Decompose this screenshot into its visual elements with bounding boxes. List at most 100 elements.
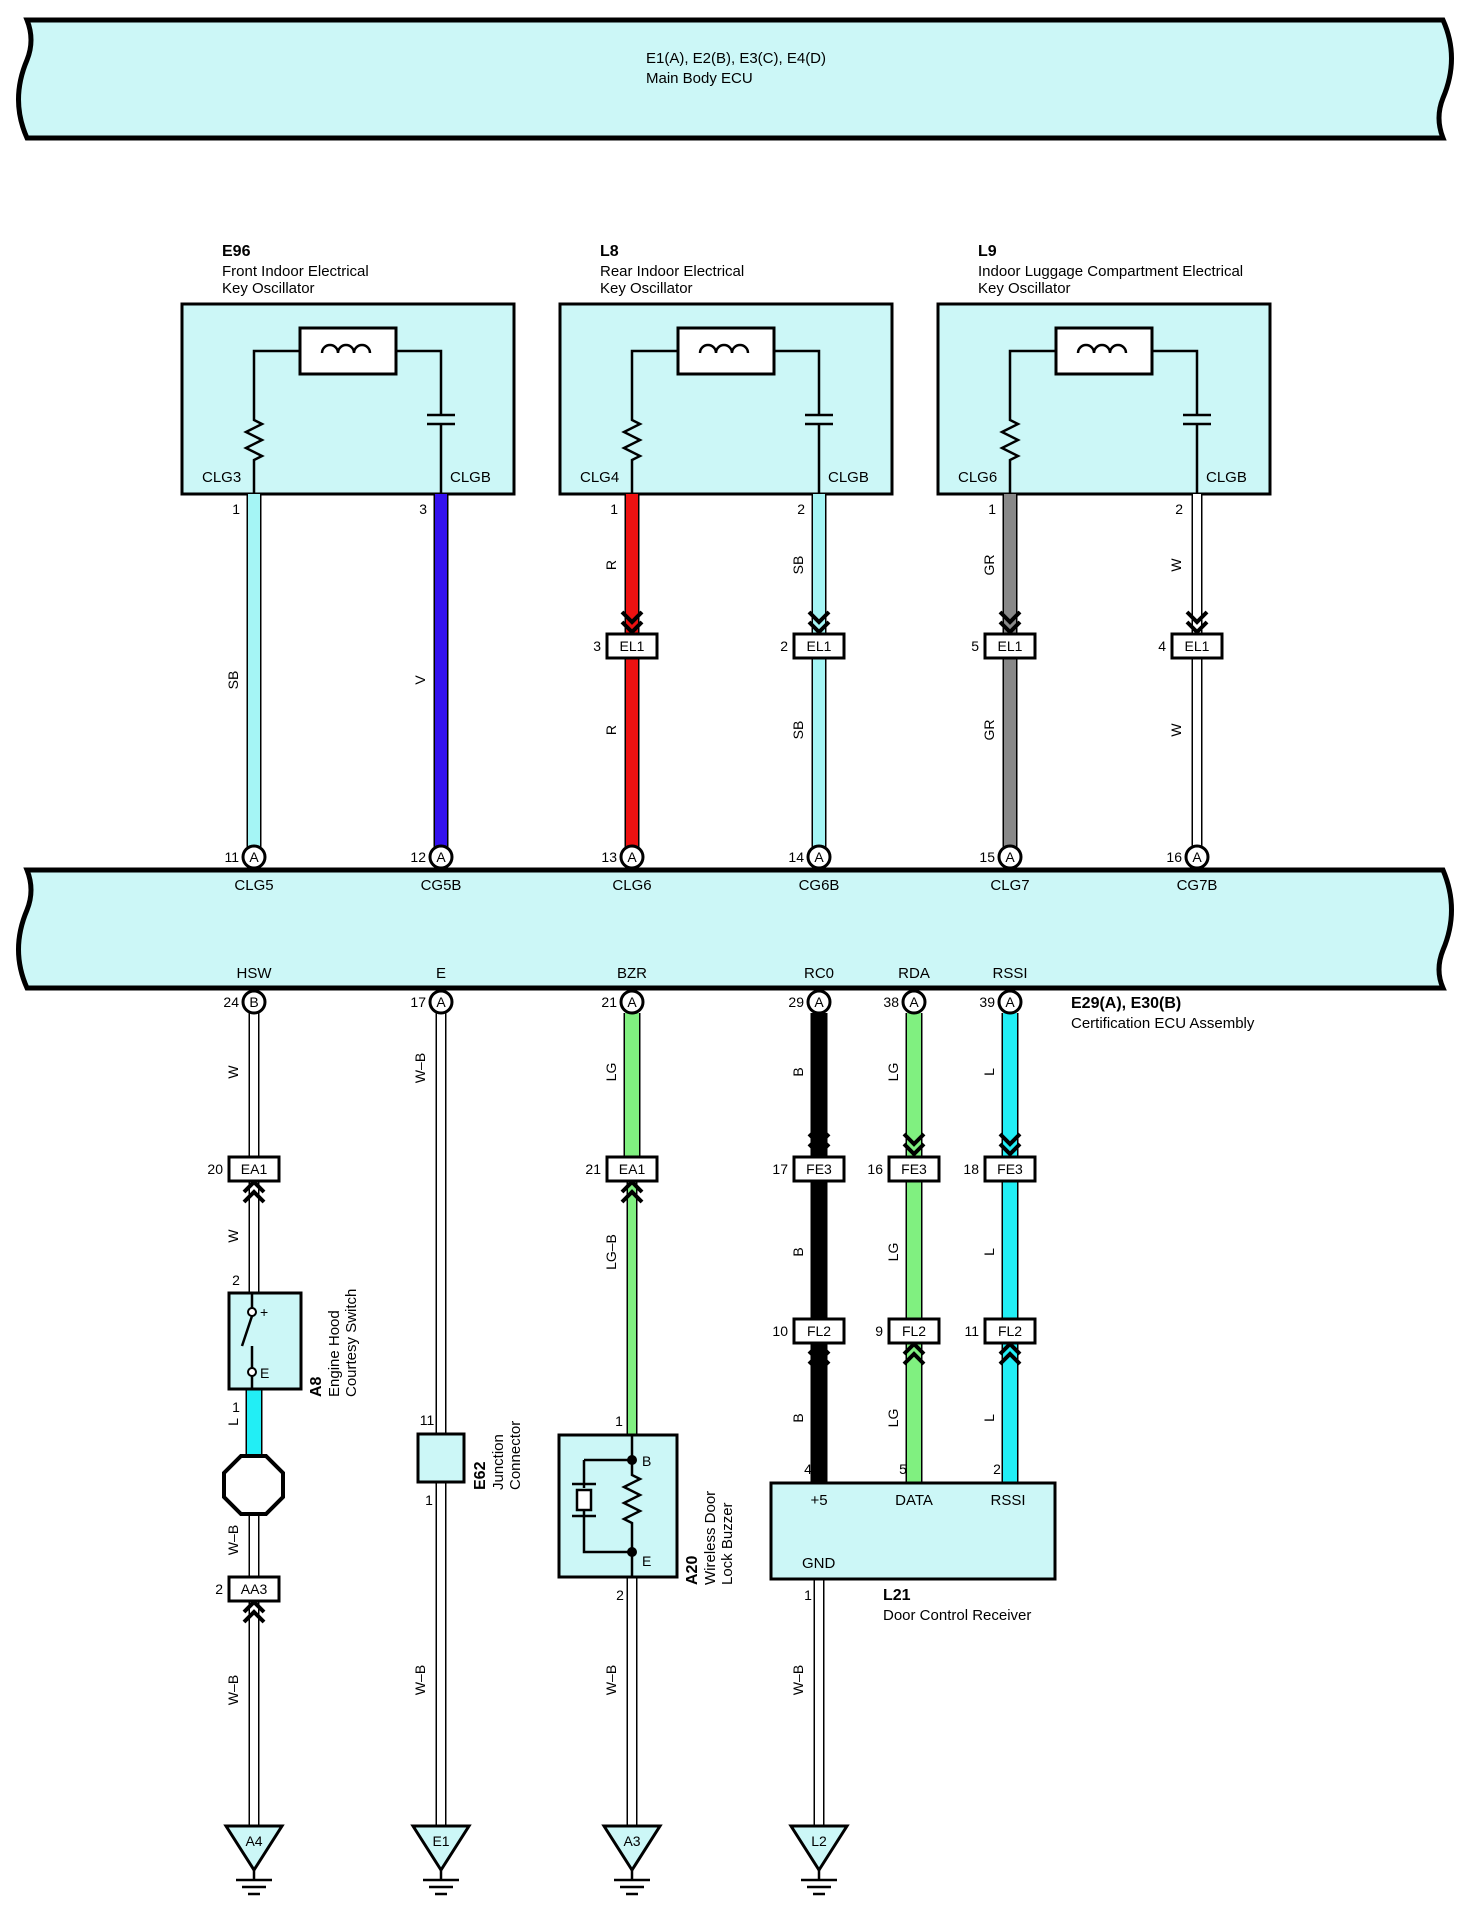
ecu-terminal-name: HSW — [237, 965, 273, 982]
buzzer-name: Lock Buzzer — [719, 1502, 736, 1585]
oscillator-name: Indoor Luggage Compartment Electrical — [978, 263, 1243, 280]
pin-number: 1 — [425, 1492, 433, 1508]
certification-ecu-box — [16, 867, 1454, 991]
main-body-ecu: E1(A), E2(B), E3(C), E4(D) Main Body ECU — [16, 17, 1454, 141]
oscillator-e96: E96 Front Indoor Electrical Key Oscillat… — [180, 243, 516, 496]
splice-name: EL1 — [998, 638, 1023, 654]
ground-name: A4 — [245, 1833, 262, 1849]
pin-number: 38 — [883, 994, 899, 1010]
wire-color-label: W — [225, 1229, 241, 1243]
wire-color-label: W–B — [603, 1665, 619, 1695]
pin-number: 2 — [215, 1581, 223, 1597]
ecu-terminal-name: CLG7 — [990, 877, 1029, 894]
oscillator-name: Key Oscillator — [600, 280, 693, 297]
splice-name: EL1 — [1185, 638, 1210, 654]
oscillator-l9: L9 Indoor Luggage Compartment Electrical… — [936, 243, 1272, 496]
oscillator-name: Key Oscillator — [978, 280, 1071, 297]
junction-code: E62 — [472, 1461, 489, 1490]
ecu-terminal-name: CLG6 — [612, 877, 651, 894]
receiver-box — [769, 1481, 1057, 1581]
splice-box — [605, 1155, 659, 1183]
wire-color-label: L — [981, 1068, 997, 1076]
wire-color-label: W–B — [412, 1665, 428, 1695]
wire-color-label: W–B — [225, 1525, 241, 1555]
wire-color-label: W — [1168, 558, 1184, 572]
pin-number: 14 — [788, 849, 804, 865]
connector-letter: A — [814, 994, 824, 1010]
oscillator-circuit — [621, 349, 833, 494]
wire-color-label: B — [790, 1067, 806, 1076]
connector-chevron — [807, 1132, 831, 1157]
splice-box — [983, 1155, 1037, 1183]
door-control-receiver: +5 DATA RSSI GND 4 5 2 1 L21 Door Contro… — [769, 1461, 1057, 1624]
wire-color-label: LG — [885, 1409, 901, 1428]
wire-color-label: LG — [885, 1243, 901, 1262]
pin-number: 16 — [867, 1161, 883, 1177]
coil-symbol — [676, 326, 776, 376]
wire-color-label: SB — [790, 556, 806, 575]
connector-chevron — [998, 1132, 1022, 1157]
ground-icon — [236, 1870, 272, 1896]
coil-symbol — [298, 326, 398, 376]
receiver-terminal: RSSI — [990, 1492, 1025, 1509]
wire-color-label: LG–B — [603, 1234, 619, 1270]
pin-number: 13 — [601, 849, 617, 865]
pin-number: 2 — [780, 638, 788, 654]
ground-icon — [614, 1870, 650, 1896]
wire-color-label: GR — [981, 555, 997, 576]
buzzer-box — [557, 1433, 679, 1579]
pin-number: 11 — [224, 849, 239, 865]
wire-color-label: GR — [981, 720, 997, 741]
pin-number: 11 — [420, 1412, 435, 1428]
engine-hood-courtesy-switch: + E 2 1 A8 Engine Hood Courtesy Switch — [222, 1272, 360, 1516]
pin-number: 15 — [979, 849, 995, 865]
connector-letter: A — [1005, 994, 1015, 1010]
connector-letter: A — [909, 994, 919, 1010]
switch-e: E — [260, 1365, 269, 1381]
wire-color-label: V — [412, 675, 428, 685]
oscillator-name: Key Oscillator — [222, 280, 315, 297]
splice-box — [792, 632, 846, 660]
oscillator-terminal: CLG4 — [580, 469, 619, 486]
ground-icon — [423, 1870, 459, 1896]
connector-letter: A — [1005, 849, 1015, 865]
certification-ecu-code: E29(A), E30(B) — [1071, 995, 1181, 1012]
splice-name: FE3 — [806, 1161, 832, 1177]
connector-pin — [997, 844, 1023, 870]
splice-name: FE3 — [997, 1161, 1023, 1177]
splice-name: AA3 — [241, 1581, 268, 1597]
wire-color-label: W — [1168, 723, 1184, 737]
connector-chevron — [902, 1132, 926, 1157]
oscillator-name: Rear Indoor Electrical — [600, 263, 744, 280]
certification-ecu-name: Certification ECU Assembly — [1071, 1015, 1255, 1032]
ground-icon — [801, 1870, 837, 1896]
connector-pin — [619, 844, 645, 870]
oscillator-terminal: CLGB — [828, 469, 869, 486]
pin-number: 5 — [899, 1461, 907, 1477]
pin-number: 3 — [593, 638, 601, 654]
certification-ecu: E29(A), E30(B) Certification ECU Assembl… — [16, 867, 1454, 1032]
junction-box — [416, 1432, 466, 1484]
wire-color-label: L — [981, 1248, 997, 1256]
ecu-terminal-name: CG7B — [1177, 877, 1218, 894]
oscillator-circuit — [999, 349, 1211, 494]
pin-number: 1 — [232, 501, 240, 517]
splice-box — [792, 1155, 846, 1183]
pin-number: 4 — [1158, 638, 1166, 654]
connector-chevron — [1185, 610, 1209, 635]
pin-number: 2 — [1175, 501, 1183, 517]
wire-color-label: L — [981, 1414, 997, 1422]
splice-box — [792, 1317, 846, 1345]
main-body-ecu-code: E1(A), E2(B), E3(C), E4(D) — [646, 50, 826, 67]
pin-number: 1 — [232, 1399, 240, 1415]
pin-number: 2 — [232, 1272, 240, 1288]
connector-pin — [428, 989, 454, 1015]
connector-letter: A — [436, 994, 446, 1010]
wire-color-label: W–B — [790, 1665, 806, 1695]
junction-name: Connector — [507, 1421, 524, 1490]
wire-color-label: R — [603, 560, 619, 570]
splice-name: EL1 — [807, 638, 832, 654]
connector-pin — [428, 844, 454, 870]
